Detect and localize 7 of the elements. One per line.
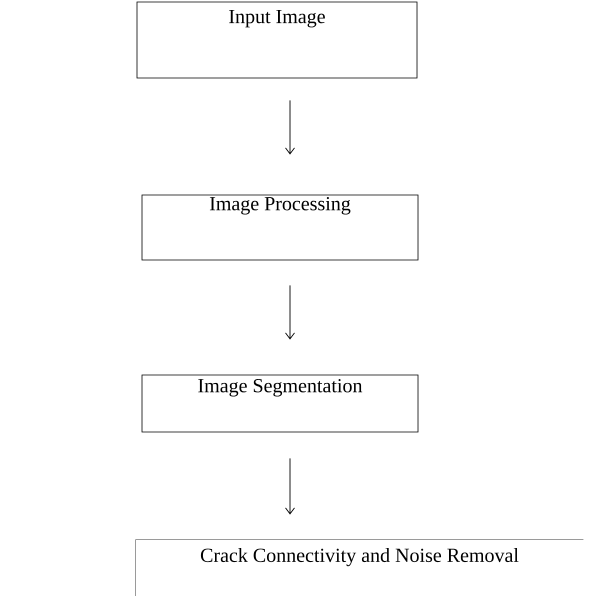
process-box: Crack Connectivity and Noise Removal: [135, 539, 584, 596]
arrow: [285, 100, 295, 155]
process-box: Image Processing: [142, 194, 418, 260]
process-box: Image Segmentation: [142, 374, 418, 432]
process-box: Input Image: [136, 2, 418, 78]
arrow: [285, 284, 295, 340]
arrow: [285, 458, 295, 515]
